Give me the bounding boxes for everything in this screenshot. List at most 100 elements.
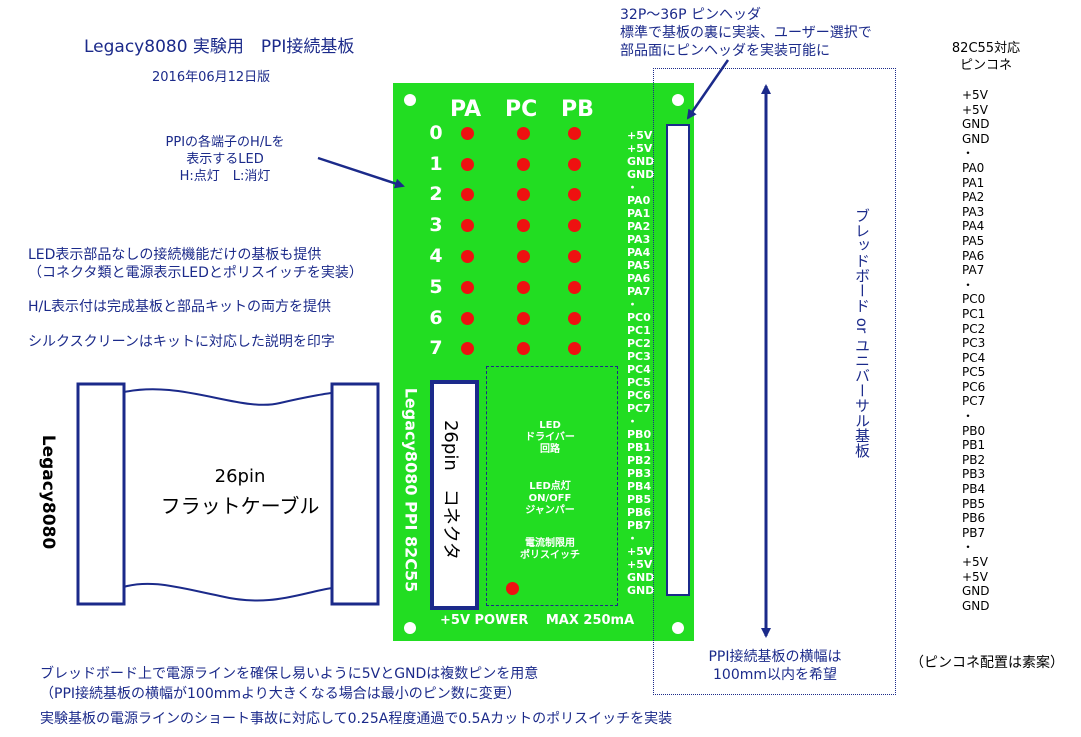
header-pin-label: ・ xyxy=(627,298,638,311)
cable-label-bottom: フラットケーブル xyxy=(160,494,320,518)
pinconn-item: PB6 xyxy=(962,511,986,526)
header-pin-label: ・ xyxy=(627,181,638,194)
header-pin-label: PB2 xyxy=(627,454,652,467)
row-label-5: 5 xyxy=(429,276,443,298)
header-pin-label: PC7 xyxy=(627,402,651,415)
led-pa7 xyxy=(461,342,474,355)
led-pa0 xyxy=(461,127,474,140)
pinconn-item: PC1 xyxy=(962,306,986,321)
pinconn-item: GND xyxy=(962,117,990,132)
led-pb1 xyxy=(568,158,581,171)
header-pin-label: GND xyxy=(627,168,655,181)
led-pa5 xyxy=(461,281,474,294)
led-pa4 xyxy=(461,250,474,263)
pinconn-item: ・ xyxy=(962,277,975,292)
header-pin-label: PB5 xyxy=(627,493,652,506)
header-pin-label: ・ xyxy=(627,415,638,428)
pinconn-item: PB5 xyxy=(962,496,986,511)
row-label-3: 3 xyxy=(429,214,443,236)
polyswitch-label: 電流制限用 ポリスイッチ xyxy=(520,538,580,561)
flat-cable xyxy=(76,382,380,606)
led-pb3 xyxy=(568,219,581,232)
led-pc1 xyxy=(517,158,530,171)
arrow-to-leds xyxy=(317,156,405,189)
mount-hole-tl xyxy=(404,94,416,106)
row-label-4: 4 xyxy=(429,245,443,267)
led-pa3 xyxy=(461,219,474,232)
header-pin-label: PC2 xyxy=(627,337,651,350)
header-pin-label: PC3 xyxy=(627,350,651,363)
header-pin-label: +5V xyxy=(627,129,653,142)
info-line-2: （コネクタ類と電源表示LEDとポリスイッチを実装） xyxy=(28,265,363,281)
revision-date: 2016年06月12日版 xyxy=(152,70,271,85)
header-pin-label: PC6 xyxy=(627,389,651,402)
header-pin-label: PA0 xyxy=(627,194,651,207)
bottom-line-2: （PPI接続基板の横幅が100mmより大きくなる場合は最小のピン数に変更） xyxy=(40,686,521,702)
pinconn-item: GND xyxy=(962,131,990,146)
led-pc3 xyxy=(517,219,530,232)
pinconn-item: GND xyxy=(962,598,990,613)
pinconn-item: PC0 xyxy=(962,292,986,307)
header-pin-label: PA6 xyxy=(627,272,651,285)
header-pin-label: PA2 xyxy=(627,220,651,233)
pinconn-item: PC3 xyxy=(962,336,986,351)
header-pin-label: PA7 xyxy=(627,285,651,298)
jumper-label: LED点灯 ON/OFF ジャンパー xyxy=(525,481,575,516)
led-pa1 xyxy=(461,158,474,171)
bottom-line-3: 実験基板の電源ラインのショート事故に対応して0.25A程度通過で0.5Aカットの… xyxy=(40,711,673,727)
pinconn-item: PA6 xyxy=(962,248,985,263)
arrow-to-header xyxy=(686,59,730,120)
pinconn-item: PA2 xyxy=(962,190,985,205)
header-pin-label: PB1 xyxy=(627,441,652,454)
pinconn-item: PA4 xyxy=(962,219,985,234)
breadboard-outline xyxy=(653,68,896,695)
header-pin-label: PC1 xyxy=(627,324,651,337)
pinconn-item: PC2 xyxy=(962,321,986,336)
led-pc2 xyxy=(517,188,530,201)
header-pin-label: PA1 xyxy=(627,207,651,220)
pinconn-item: PB2 xyxy=(962,452,986,467)
pinconn-item: +5V xyxy=(962,102,988,117)
info-line-1: LED表示部品なしの接続機能だけの基板も提供 xyxy=(28,247,322,263)
led-pc0 xyxy=(517,127,530,140)
led-pa6 xyxy=(461,312,474,325)
led-pb7 xyxy=(568,342,581,355)
pinconn-item: PC4 xyxy=(962,350,986,365)
led-pc7 xyxy=(517,342,530,355)
row-label-7: 7 xyxy=(429,337,443,359)
header-pin-label: +5V xyxy=(627,545,653,558)
info-line-3: H/L表示付は完成基板と部品キットの両方を提供 xyxy=(28,299,332,315)
pinconn-item: PC7 xyxy=(962,394,986,409)
pinconn-item: PC5 xyxy=(962,365,986,380)
pinconn-item: +5V xyxy=(962,555,988,569)
pin-header-note: 32P〜36P ピンヘッダ 標準で基板の裏に実装、ユーザー選択で 部品面にピンヘ… xyxy=(620,7,872,59)
column-header-pa: PA xyxy=(450,97,482,122)
pinconn-item: ・ xyxy=(962,540,975,555)
header-pin-label: PB7 xyxy=(627,519,652,532)
header-pin-label: GND xyxy=(627,584,655,597)
header-pin-label: PC5 xyxy=(627,376,651,389)
pinconn-item: +5V xyxy=(962,569,988,584)
header-pin-label: +5V xyxy=(627,558,653,571)
header-pin-label: GND xyxy=(627,155,655,168)
pinconn-item: PA0 xyxy=(962,160,985,175)
pinconn-item: PA7 xyxy=(962,263,985,278)
mount-hole-tr xyxy=(672,94,684,106)
breadboard-label: ブレッドボード or ユニバーサル基板 xyxy=(853,208,871,458)
led-pb5 xyxy=(568,281,581,294)
row-label-2: 2 xyxy=(429,183,443,205)
bottom-line-1: ブレッドボード上で電源ラインを確保し易いように5VとGNDは複数ピンを用意 xyxy=(40,666,539,682)
column-header-pb: PB xyxy=(561,97,594,122)
header-pin-label: PA3 xyxy=(627,233,651,246)
page-title: Legacy8080 実験用 PPI接続基板 xyxy=(84,37,355,57)
cable-label-top: 26pin xyxy=(214,466,266,487)
pinconn-item: GND xyxy=(962,584,990,599)
pinconn-item: PC6 xyxy=(962,379,986,394)
row-label-6: 6 xyxy=(429,307,443,329)
header-pin-label: PB4 xyxy=(627,480,652,493)
power-led xyxy=(506,582,519,595)
led-pb4 xyxy=(568,250,581,263)
